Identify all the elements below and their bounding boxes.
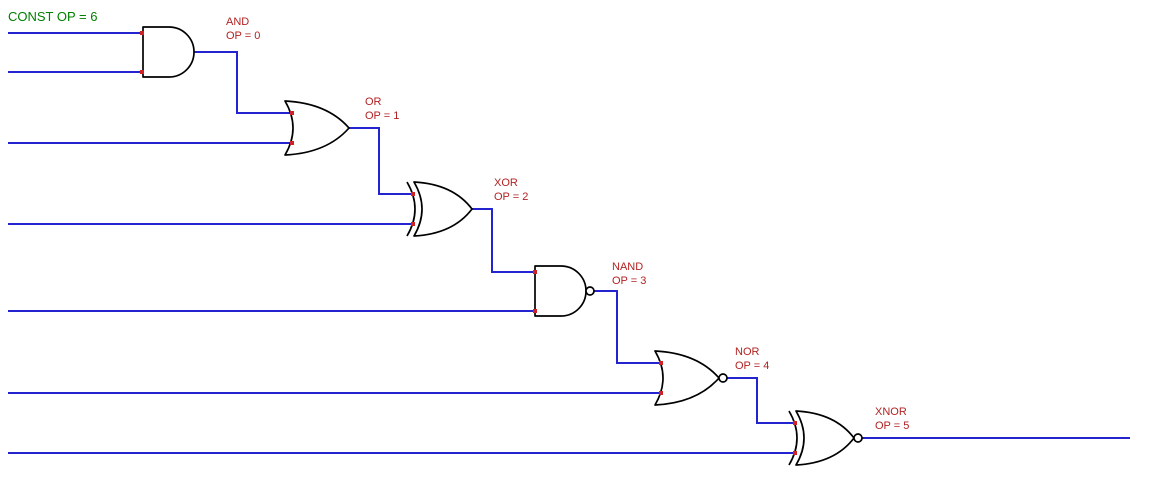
input-pin[interactable] [140,70,144,74]
gate-type-label: XNOR [875,406,907,418]
xor-back-arc [406,181,416,237]
wire-nor-to-xnor[interactable] [727,377,797,424]
input-pin[interactable] [411,192,415,196]
gate-op-label: OP = 1 [365,110,399,122]
wire-nand-to-nor[interactable] [594,290,663,364]
and-gate-body[interactable] [142,26,195,78]
input-pin[interactable] [659,361,663,365]
negation-bubble [718,373,728,383]
gate-type-label: NAND [612,261,643,273]
input-pin[interactable] [533,309,537,313]
nand-gate-body[interactable] [534,265,587,317]
xor-gate-body[interactable] [413,181,473,237]
wire-and-to-or[interactable] [194,51,294,114]
or-gate[interactable]: OR OP = 1 [284,96,399,156]
input-pin[interactable] [140,31,144,35]
gate-op-label: OP = 4 [735,360,769,372]
nand-gate[interactable]: NAND OP = 3 [533,261,646,317]
xnor-gate-body[interactable] [795,410,855,466]
input-pin[interactable] [290,141,294,145]
xor-gate[interactable]: XOR OP = 2 [406,177,528,237]
and-gate[interactable]: AND OP = 0 [140,16,260,78]
negation-bubble [853,433,863,443]
negation-bubble [585,286,595,296]
input-pin[interactable] [659,391,663,395]
gate-op-label: OP = 0 [226,30,260,42]
gate-op-label: OP = 2 [494,191,528,203]
xnor-back-arc [788,410,798,466]
nor-gate-body[interactable] [654,350,720,406]
input-pin[interactable] [533,270,537,274]
gate-type-label: XOR [494,177,518,189]
or-gate-body[interactable] [284,100,350,156]
wire-or-to-xor[interactable] [349,127,415,195]
const-annotation[interactable]: CONST OP = 6 [8,9,97,24]
gate-op-label: OP = 5 [875,420,909,432]
gate-type-label: NOR [735,346,760,358]
gate-op-label: OP = 3 [612,275,646,287]
input-pin[interactable] [411,222,415,226]
nor-gate[interactable]: NOR OP = 4 [654,346,769,406]
gate-type-label: OR [365,96,382,108]
xnor-gate[interactable]: XNOR OP = 5 [788,406,909,466]
wire-xor-to-nand[interactable] [472,208,535,273]
input-pin[interactable] [290,111,294,115]
input-pin[interactable] [793,421,797,425]
gate-type-label: AND [226,16,249,28]
input-pin[interactable] [793,451,797,455]
